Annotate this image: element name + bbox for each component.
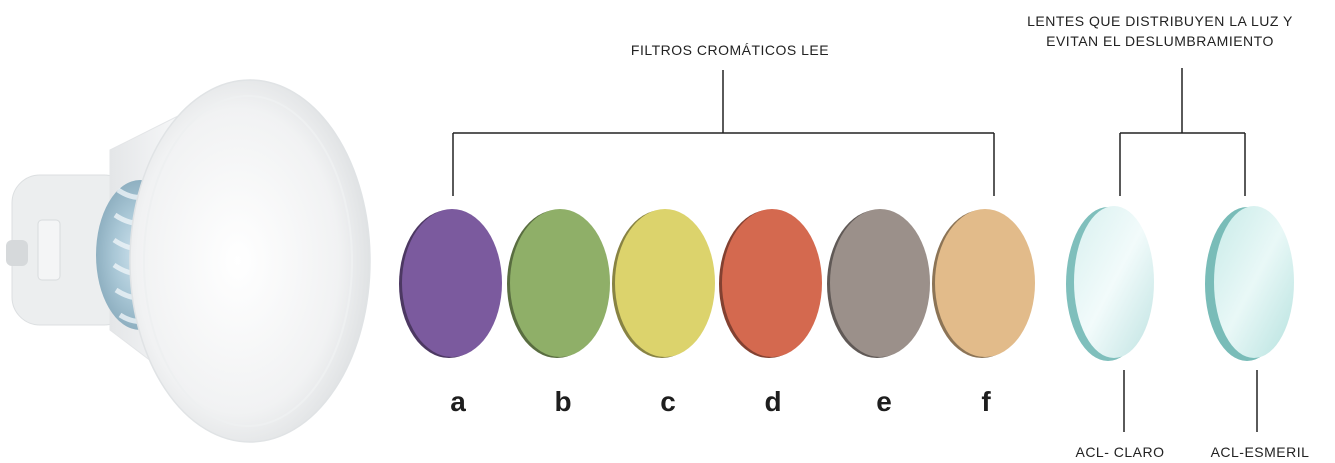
filter-letter-e: e: [876, 386, 892, 417]
lens-label-claro: ACL- CLARO: [1075, 444, 1165, 460]
filters-bracket: [452, 70, 995, 196]
lens-disc-esmeril: [1205, 206, 1294, 361]
filter-letter-a: a: [450, 386, 466, 417]
lenses-bracket: [1119, 68, 1246, 196]
filter-disc-e: [827, 209, 930, 358]
lenses-title-line1: LENTES QUE DISTRIBUYEN LA LUZ Y: [1027, 13, 1293, 29]
filter-disc-b: [507, 209, 610, 358]
filter-disc-d: [719, 209, 822, 358]
filter-disc-f: [932, 209, 1035, 358]
filters-title: FILTROS CROMÁTICOS LEE: [630, 42, 830, 58]
filter-letter-b: b: [554, 386, 572, 417]
filter-discs: [399, 209, 1035, 358]
lenses-title-line2: EVITAN EL DESLUMBRAMIENTO: [1046, 33, 1274, 49]
lens-disc-claro: [1066, 206, 1154, 361]
filter-disc-c: [612, 209, 715, 358]
filter-letter-f: f: [981, 386, 991, 417]
lens-label-esmeril: ACL-ESMERIL: [1210, 444, 1310, 460]
filter-letter-c: c: [660, 386, 676, 417]
filter-letter-d: d: [764, 386, 782, 417]
lenses-title: LENTES QUE DISTRIBUYEN LA LUZ Y EVITAN E…: [990, 11, 1330, 51]
reflector-image: [6, 79, 371, 443]
filter-disc-a: [399, 209, 502, 358]
